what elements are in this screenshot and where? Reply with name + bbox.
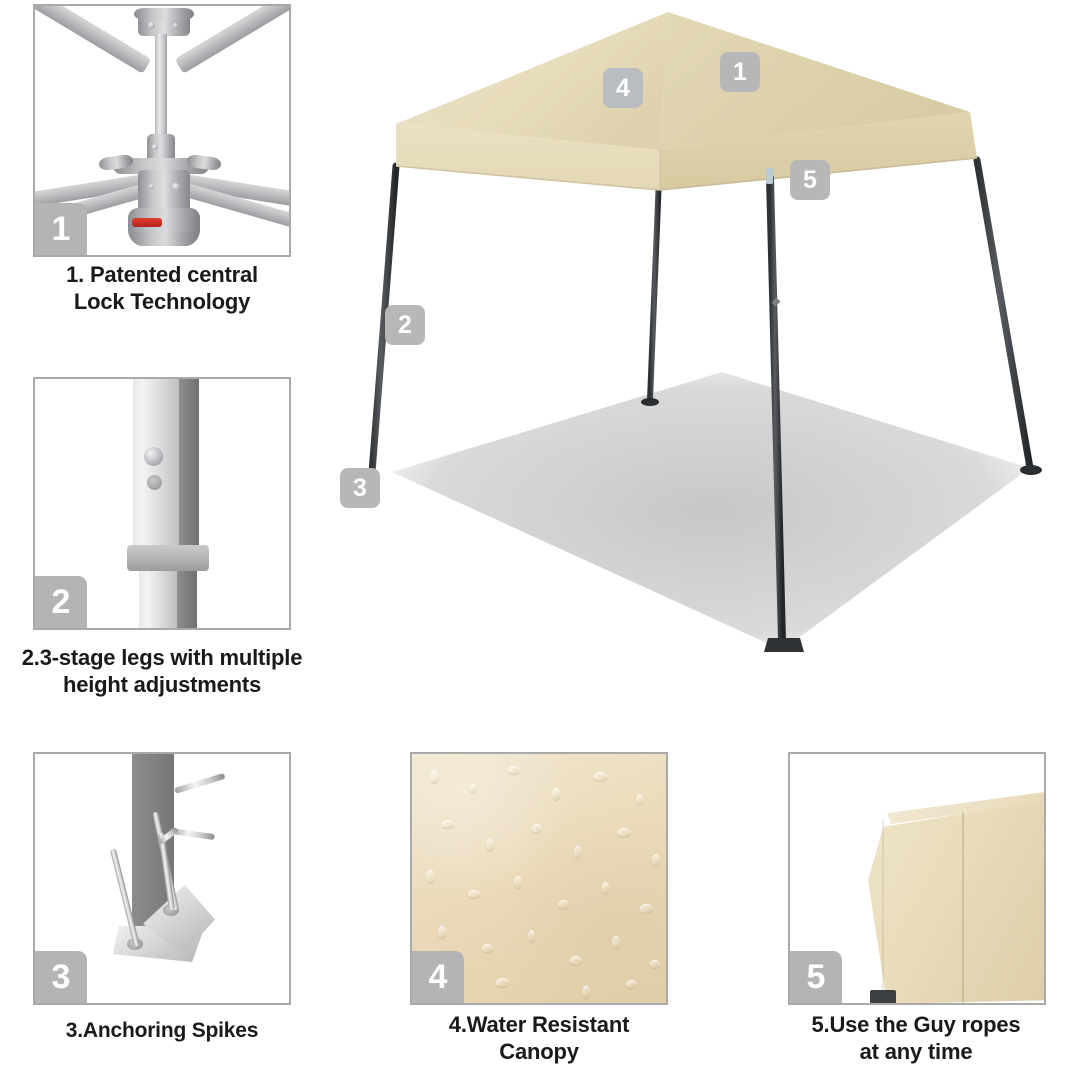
hero-badge-2[interactable]: 2 xyxy=(385,305,425,345)
canopy-valance xyxy=(395,112,978,191)
canopy-front-leg xyxy=(764,174,804,652)
feature-panel-3[interactable]: 3 xyxy=(33,752,291,1005)
feature-caption-5: 5.Use the Guy ropes at any time xyxy=(776,1012,1056,1066)
feature-caption-5-line-1: 5.Use the Guy ropes xyxy=(811,1012,1021,1037)
hero-badge-3[interactable]: 3 xyxy=(340,468,380,508)
panel-badge-1: 1 xyxy=(35,203,87,255)
guy-rope-attachment xyxy=(766,168,773,184)
hero-badge-5[interactable]: 5 xyxy=(790,160,830,200)
feature-panel-2[interactable]: 2 xyxy=(33,377,291,630)
telescoping-leg-photo xyxy=(35,379,289,628)
feature-caption-5-line-2: at any time xyxy=(859,1038,973,1064)
hero-badge-1[interactable]: 1 xyxy=(720,52,760,92)
panel-badge-5: 5 xyxy=(790,951,842,1003)
feature-caption-2-line-1: 2.3-stage legs with multiple xyxy=(21,645,303,670)
feature-caption-4-line-2: Canopy xyxy=(499,1038,579,1064)
canopy-vector xyxy=(358,12,1042,652)
panel-badge-2: 2 xyxy=(35,576,87,628)
hero-badge-4[interactable]: 4 xyxy=(603,68,643,108)
feature-caption-1-line-2: Lock Technology xyxy=(73,288,251,314)
feature-caption-1: 1. Patented central Lock Technology xyxy=(24,262,300,316)
ground-shadow xyxy=(392,372,1030,650)
feature-caption-4: 4.Water Resistant Canopy xyxy=(400,1012,678,1066)
feature-caption-4-line-1: 4.Water Resistant xyxy=(448,1012,630,1037)
anchoring-spikes-photo xyxy=(35,754,289,1003)
feature-caption-3: 3.Anchoring Spikes xyxy=(22,1018,302,1044)
feature-caption-3-line-1: 3.Anchoring Spikes xyxy=(65,1019,259,1042)
guy-rope-corner-photo xyxy=(790,754,1044,1003)
feature-panel-5[interactable]: 5 xyxy=(788,752,1046,1005)
panel-badge-3: 3 xyxy=(35,951,87,1003)
canopy-roof xyxy=(396,12,970,150)
canopy-legs xyxy=(358,149,1042,505)
feature-panel-1[interactable]: 1 xyxy=(33,4,291,257)
hero-canopy-illustration: 1 4 5 xyxy=(330,0,1080,700)
feature-panel-4[interactable]: 4 xyxy=(410,752,668,1005)
feature-caption-2: 2.3-stage legs with multiple height adju… xyxy=(2,645,322,699)
feature-caption-1-line-1: 1. Patented central xyxy=(66,262,258,287)
feature-caption-2-line-2: height adjustments xyxy=(62,671,262,697)
panel-badge-4: 4 xyxy=(412,951,464,1003)
